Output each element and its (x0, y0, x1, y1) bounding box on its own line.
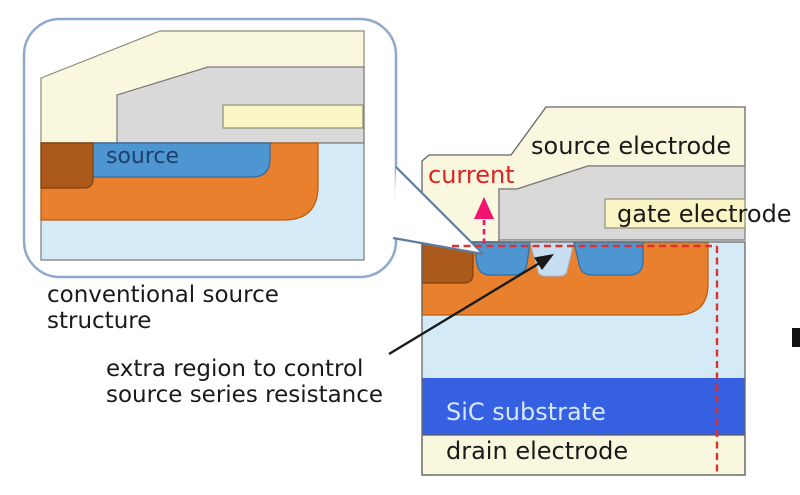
inset-contact-region (40, 142, 94, 189)
callout-line-upper (395, 166, 484, 255)
drain-electrode-region (421, 434, 746, 476)
clipped-edge-artifact (792, 328, 800, 347)
annotation-arrow (388, 254, 554, 356)
device-outline (421, 241, 746, 476)
main-device-cross-section (421, 106, 746, 476)
source-electrode-label: source electrode (531, 132, 732, 160)
source-well-right (573, 241, 644, 276)
red-dashed-guides (452, 244, 719, 474)
sic-substrate-label: SiC substrate (446, 398, 606, 426)
inset-conventional-structure (22, 17, 398, 279)
inset-gate-electrode-region (222, 104, 364, 129)
annotation-arrow-line (388, 259, 544, 356)
inset-caption: conventional source structure (47, 282, 279, 334)
drain-electrode-label: drain electrode (446, 437, 629, 465)
contact-region (421, 241, 474, 284)
current-label: current (428, 161, 515, 189)
sic-substrate-region (422, 378, 745, 435)
extra-region-annotation: extra region to control source series re… (106, 356, 384, 408)
gate-electrode-label: gate electrode (617, 200, 792, 228)
inset-source-region (92, 142, 271, 178)
current-arrow-head (474, 197, 494, 219)
gate-electrode-region (604, 198, 746, 229)
annotation-arrow-head (534, 254, 554, 270)
inset-callout-wedge (392, 166, 484, 256)
source-well-left (473, 241, 531, 276)
inset-source-label: source (106, 144, 180, 169)
callout-line-lower (392, 236, 484, 256)
current-arrow (474, 197, 494, 244)
